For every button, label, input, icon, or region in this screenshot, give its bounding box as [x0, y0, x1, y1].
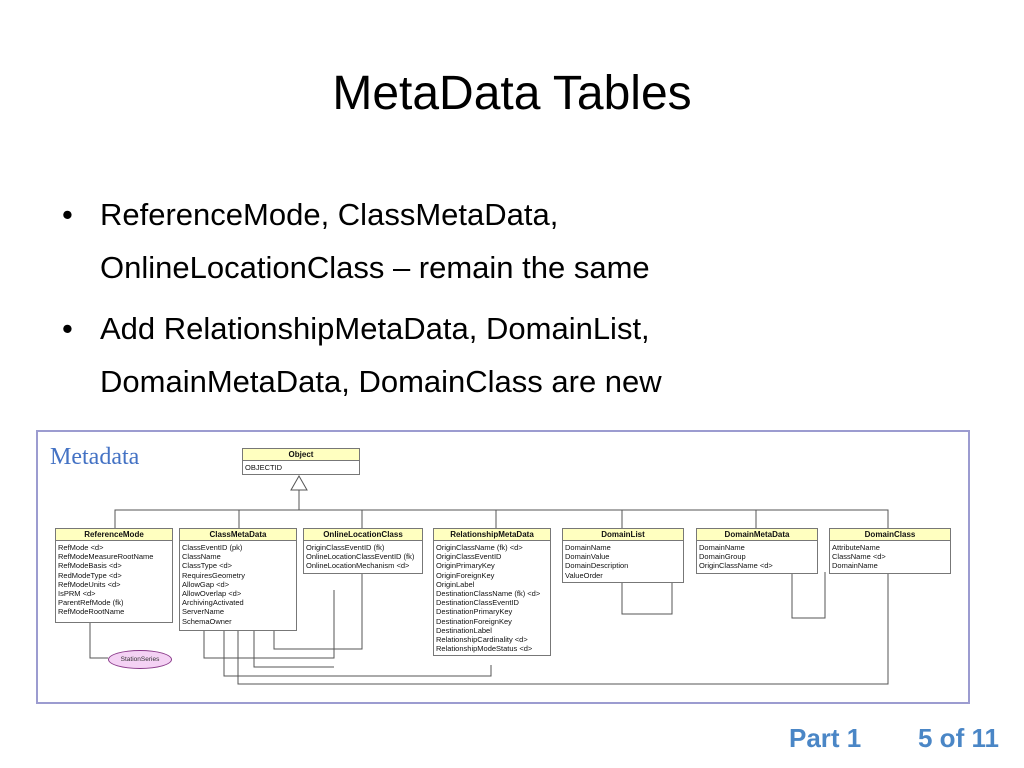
table-box: DomainList DomainName DomainValue Domain…: [562, 528, 684, 583]
box-field: ClassType <d>: [182, 561, 233, 571]
connector-lines: [89, 474, 889, 685]
box-field: RefModeRootName: [58, 607, 125, 617]
box-field: DestinationLabel: [436, 625, 492, 635]
object-box: Object OBJECTID: [242, 448, 360, 476]
box-header: DomainClass: [830, 529, 950, 541]
table-box: RelationshipMetaData OriginClassName (fk…: [433, 528, 551, 657]
box-field: RelationshipModeStatus <d>: [436, 644, 533, 654]
box-field: RedModeType <d>: [58, 570, 122, 580]
footer-part: Part 1: [789, 723, 862, 753]
table-box: OnlineLocationClass OriginClassEventID (…: [303, 528, 423, 574]
box-field: AttributeName: [832, 543, 880, 552]
box-field: RefMode <d>: [58, 543, 104, 552]
box-field: OBJECTID: [245, 463, 283, 472]
box-header: ClassMetaData: [180, 529, 296, 541]
box-header: ReferenceMode: [56, 529, 172, 541]
table-box: ReferenceMode RefMode <d> RefModeMeasure…: [55, 528, 173, 623]
box-field: DomainValue: [565, 552, 610, 562]
box-field: DomainName: [699, 543, 745, 552]
box-field: ServerName: [182, 607, 225, 617]
box-field: RefModeUnits <d>: [58, 579, 121, 589]
bullet-item: • Add RelationshipMetaData, DomainList, …: [62, 302, 982, 408]
box-field: OnlineLocationClassEventID (fk): [306, 552, 415, 562]
box-field: OnlineLocationMechanism <d>: [306, 561, 410, 571]
bullet-list: • ReferenceMode, ClassMetaData, OnlineLo…: [62, 188, 982, 416]
box-field: IsPRM <d>: [58, 589, 96, 599]
box-fields: OBJECTID: [243, 461, 359, 474]
box-field: OriginClassName <d>: [699, 561, 773, 571]
bullet-text-line: ReferenceMode, ClassMetaData,: [100, 197, 559, 232]
box-header: DomainList: [563, 529, 683, 541]
bullet-item: • ReferenceMode, ClassMetaData, OnlineLo…: [62, 188, 982, 294]
box-field: DomainName: [832, 561, 878, 571]
box-field: ParentRefMode (fk): [58, 598, 124, 608]
box-field: OriginClassEventID (fk): [306, 543, 385, 552]
box-field: AllowGap <d>: [182, 579, 230, 589]
box-header: OnlineLocationClass: [304, 529, 422, 541]
box-field: DomainName: [565, 543, 611, 552]
box-field: OriginLabel: [436, 579, 475, 589]
box-field: DestinationForeignKey: [436, 616, 512, 626]
box-fields: ClassEventID (pk) ClassName ClassType <d…: [180, 541, 296, 628]
slide-title: MetaData Tables: [332, 67, 692, 120]
box-fields: OriginClassEventID (fk) OnlineLocationCl…: [304, 541, 422, 573]
bullet-symbol: •: [62, 197, 73, 232]
box-field: OriginForeignKey: [436, 570, 495, 580]
box-field: ArchivingActivated: [182, 598, 244, 608]
box-field: RefModeBasis <d>: [58, 561, 122, 571]
table-box: ClassMetaData ClassEventID (pk) ClassNam…: [179, 528, 297, 631]
bullet-text-line: OnlineLocationClass – remain the same: [100, 250, 650, 285]
box-field: DomainDescription: [565, 561, 629, 571]
box-field: AllowOverlap <d>: [182, 589, 242, 599]
box-field: ClassName: [182, 552, 221, 562]
bullet-symbol: •: [62, 311, 73, 346]
box-field: DestinationClassEventID: [436, 598, 519, 608]
box-field: OriginClassEventID: [436, 552, 502, 562]
box-header: Object: [243, 449, 359, 461]
station-series-ellipse: StationSeries: [108, 650, 172, 669]
box-fields: AttributeName ClassName <d> DomainName: [830, 541, 950, 573]
box-field: ClassEventID (pk): [182, 543, 243, 552]
box-fields: DomainName DomainValue DomainDescription…: [563, 541, 683, 582]
table-box: DomainMetaData DomainName DomainGroup Or…: [696, 528, 818, 574]
box-fields: RefMode <d> RefModeMeasureRootName RefMo…: [56, 541, 172, 619]
box-field: ClassName <d>: [832, 552, 886, 562]
bullet-text-line: DomainMetaData, DomainClass are new: [100, 364, 662, 399]
box-header: DomainMetaData: [697, 529, 817, 541]
bullet-text-line: Add RelationshipMetaData, DomainList,: [100, 311, 650, 346]
box-field: OriginPrimaryKey: [436, 561, 495, 571]
metadata-diagram: Metadata Object OBJECTID ReferenceMode R…: [36, 430, 970, 704]
table-box: DomainClass AttributeName ClassName <d> …: [829, 528, 951, 574]
box-field: RelationshipCardinality <d>: [436, 635, 528, 645]
box-field: OriginClassName (fk) <d>: [436, 543, 523, 552]
box-field: RequiresGeometry: [182, 570, 245, 580]
box-fields: OriginClassName (fk) <d> OriginClassEven…: [434, 541, 550, 655]
box-field: DomainGroup: [699, 552, 746, 562]
box-field: ValueOrder: [565, 570, 603, 580]
box-header: RelationshipMetaData: [434, 529, 550, 541]
diagram-label: Metadata: [50, 444, 140, 470]
footer-page-number: 5 of 11: [918, 723, 999, 753]
box-field: RefModeMeasureRootName: [58, 552, 154, 562]
box-fields: DomainName DomainGroup OriginClassName <…: [697, 541, 817, 573]
box-field: DestinationPrimaryKey: [436, 607, 513, 617]
box-field: DestinationClassName (fk) <d>: [436, 589, 541, 599]
box-field: SchemaOwner: [182, 616, 232, 626]
